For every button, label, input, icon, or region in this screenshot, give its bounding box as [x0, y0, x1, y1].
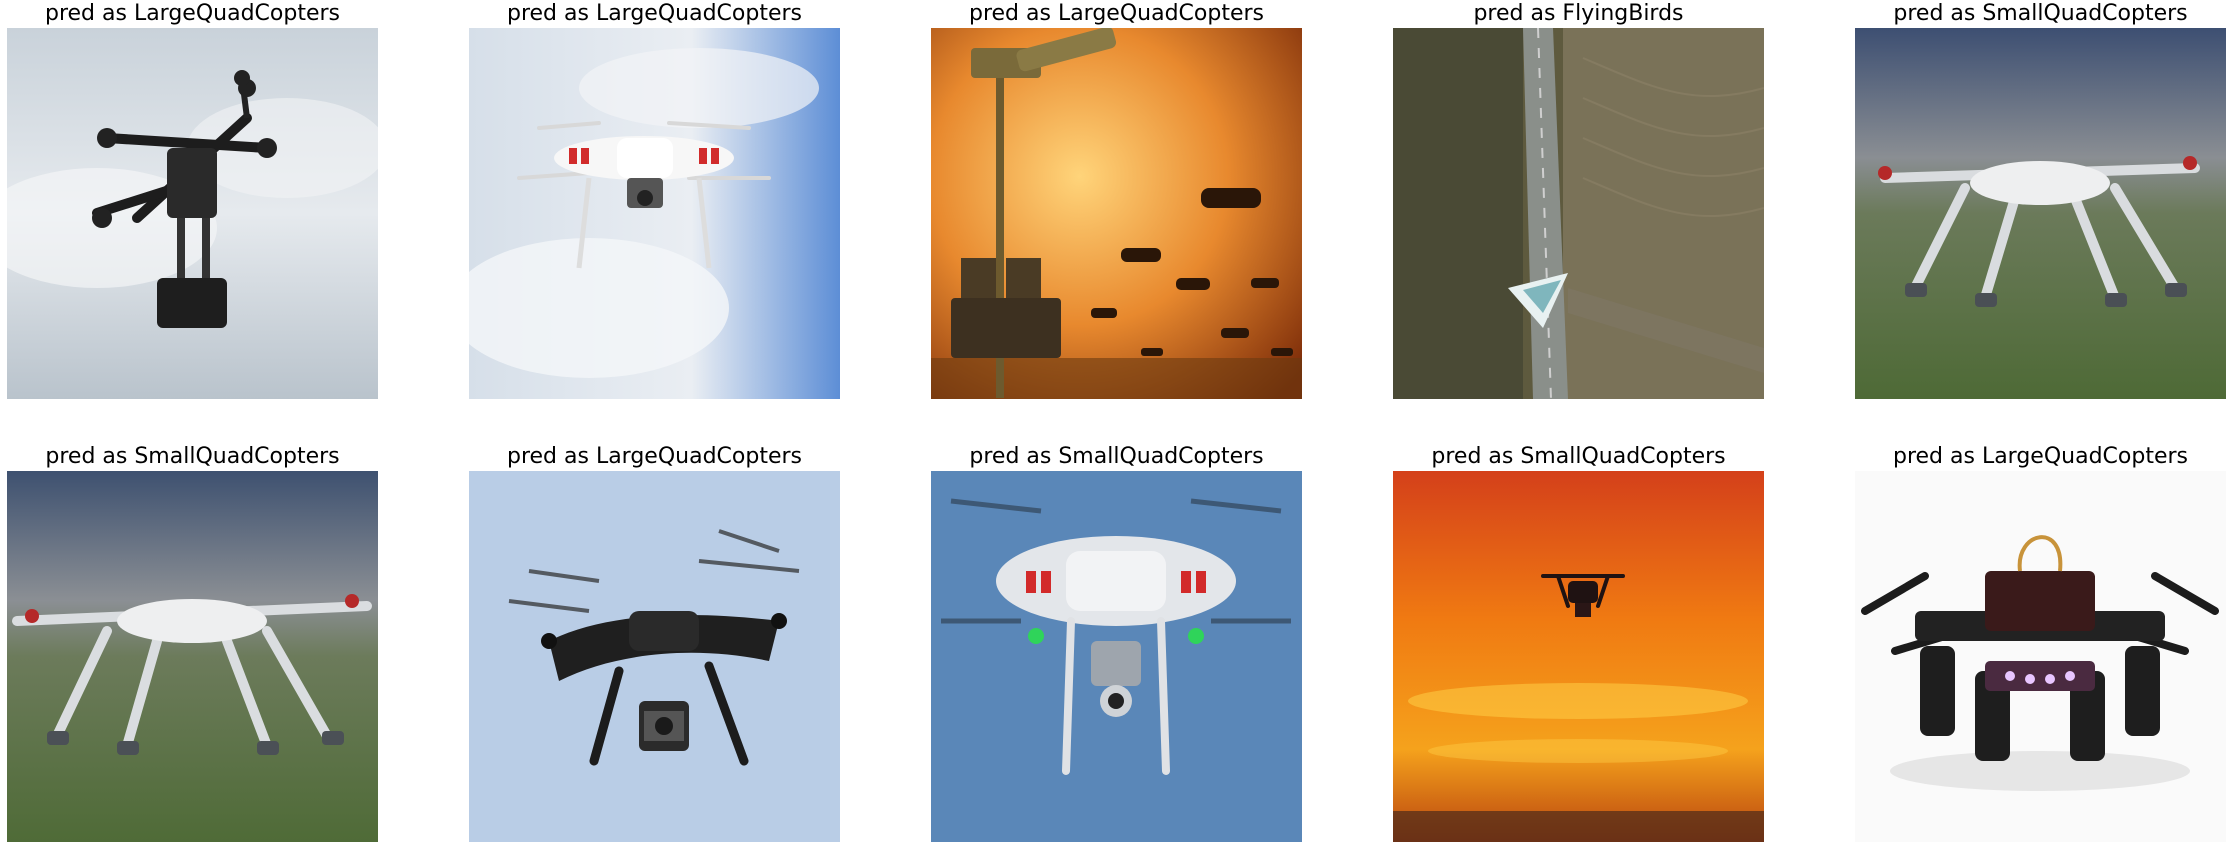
panel-title: pred as SmallQuadCopters [1893, 1, 2188, 26]
panel-title: pred as LargeQuadCopters [506, 1, 802, 26]
panel-title: pred as LargeQuadCopters [1892, 444, 2188, 469]
drone-photo [931, 28, 1302, 399]
panel-title: pred as LargeQuadCopters [506, 444, 802, 469]
panel-title: pred as SmallQuadCopters [45, 444, 340, 469]
panel-title: pred as LargeQuadCopters [968, 1, 1264, 26]
drone-photo [7, 471, 378, 842]
drone-photo [931, 471, 1302, 842]
drone-photo [1393, 471, 1764, 842]
drone-photo [1855, 28, 2226, 399]
drone-photo [1855, 471, 2226, 842]
drone-photo [7, 28, 378, 399]
aerial-photo [1393, 28, 1764, 399]
drone-photo [469, 28, 840, 399]
panel-title: pred as LargeQuadCopters [44, 1, 340, 26]
panel-title: pred as SmallQuadCopters [1431, 444, 1726, 469]
panel-title: pred as FlyingBirds [1473, 1, 1684, 26]
drone-photo [469, 471, 840, 842]
panel-title: pred as SmallQuadCopters [969, 444, 1264, 469]
